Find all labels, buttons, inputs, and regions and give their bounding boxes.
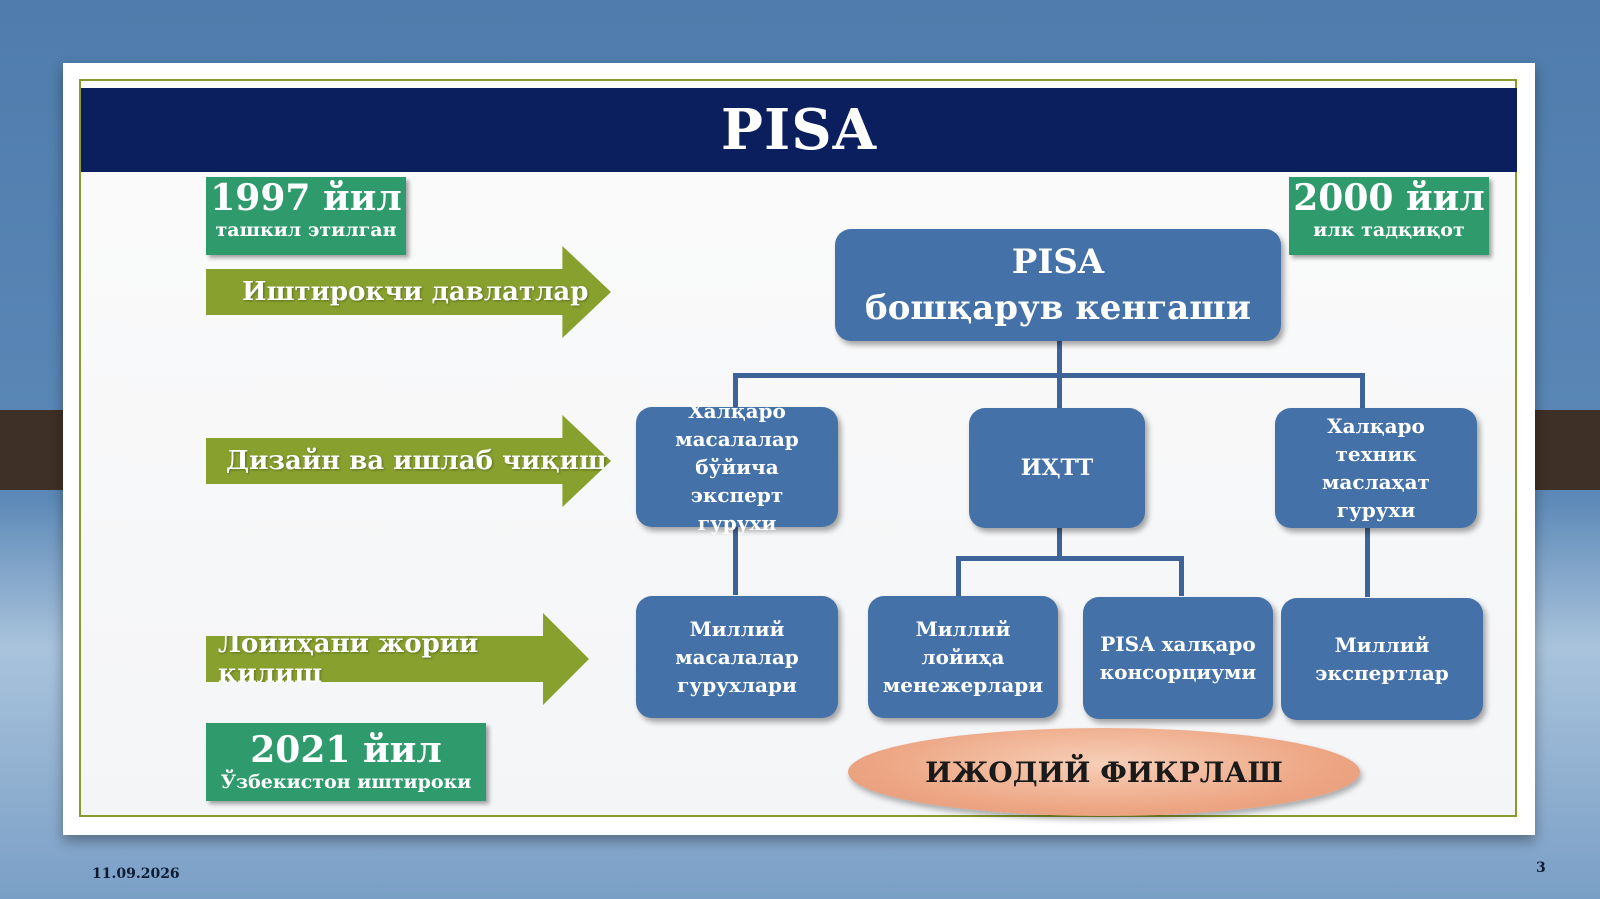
milestone-2000: 2000 йил илк тадқиқот <box>1289 177 1489 255</box>
connector-expert-down <box>733 525 738 595</box>
org-consortium-label: PISA халқаро консорциуми <box>1099 632 1257 684</box>
milestone-2000-year: 2000 йил <box>1293 177 1485 219</box>
org-national-groups-label: Миллий масалалар гурухлари <box>675 617 799 697</box>
org-national-groups-box: Миллий масалалар гурухлари <box>636 596 838 718</box>
connector-left-drop <box>733 373 738 409</box>
connector-ihtt-down <box>1057 525 1062 557</box>
org-root-label: PISA бошқарув кенгаши <box>865 242 1251 328</box>
creative-thinking-ellipse: ИЖОДИЙ ФИКРЛАШ <box>848 728 1360 816</box>
milestone-1997-caption: ташкил этилган <box>215 219 397 241</box>
creative-thinking-label: ИЖОДИЙ ФИКРЛАШ <box>925 755 1283 789</box>
slide-card: PISA 1997 йил ташкил этилган 2000 йил ил… <box>63 63 1535 835</box>
page-number: 3 <box>1536 860 1546 876</box>
slide-title: PISA <box>81 88 1517 172</box>
milestone-1997-year: 1997 йил <box>210 177 402 219</box>
connector-ihtt-bar <box>956 556 1184 561</box>
org-expert-group-box: Халқаро масалалар бўйича эксперт гурухи <box>636 399 838 535</box>
org-consortium-box: PISA халқаро консорциуми <box>1083 597 1273 719</box>
org-ihtt-box: ИҲТТ <box>969 408 1145 528</box>
org-ihtt-label: ИҲТТ <box>1020 455 1094 481</box>
footer-date: 11.09.2026 <box>92 866 180 882</box>
org-tech-group-label: Халқаро техник маслаҳат гурухи <box>1322 414 1430 522</box>
milestone-1997: 1997 йил ташкил этилган <box>206 177 406 255</box>
arrow-design-label: Дизайн ва ишлаб чиқиш <box>226 446 607 476</box>
connector-level1-bar <box>733 373 1365 378</box>
connector-consortium-drop <box>1179 556 1184 596</box>
org-experts-label: Миллий экспертлар <box>1315 633 1449 685</box>
connector-right-drop <box>1360 373 1365 409</box>
org-project-managers-box: Миллий лойиҳа менежерлари <box>868 596 1058 718</box>
connector-root-trunk <box>1057 341 1062 439</box>
milestone-2021: 2021 йил Ўзбекистон иштироки <box>206 723 486 801</box>
connector-managers-drop <box>956 556 961 596</box>
org-experts-box: Миллий экспертлар <box>1281 598 1483 720</box>
org-expert-group-label: Халқаро масалалар бўйича эксперт гурухи <box>675 399 799 535</box>
org-root-box: PISA бошқарув кенгаши <box>835 229 1281 341</box>
milestone-2000-caption: илк тадқиқот <box>1313 219 1465 241</box>
arrow-implementation-label: Лойиҳани жорий қилиш <box>218 629 479 689</box>
milestone-2021-caption: Ўзбекистон иштироки <box>220 771 472 793</box>
connector-tech-down <box>1365 525 1370 597</box>
milestone-2021-year: 2021 йил <box>250 729 442 771</box>
arrow-participants-label: Иштирокчи давлатлар <box>242 277 589 307</box>
org-project-managers-label: Миллий лойиҳа менежерлари <box>882 617 1044 697</box>
org-tech-group-box: Халқаро техник маслаҳат гурухи <box>1275 408 1477 528</box>
